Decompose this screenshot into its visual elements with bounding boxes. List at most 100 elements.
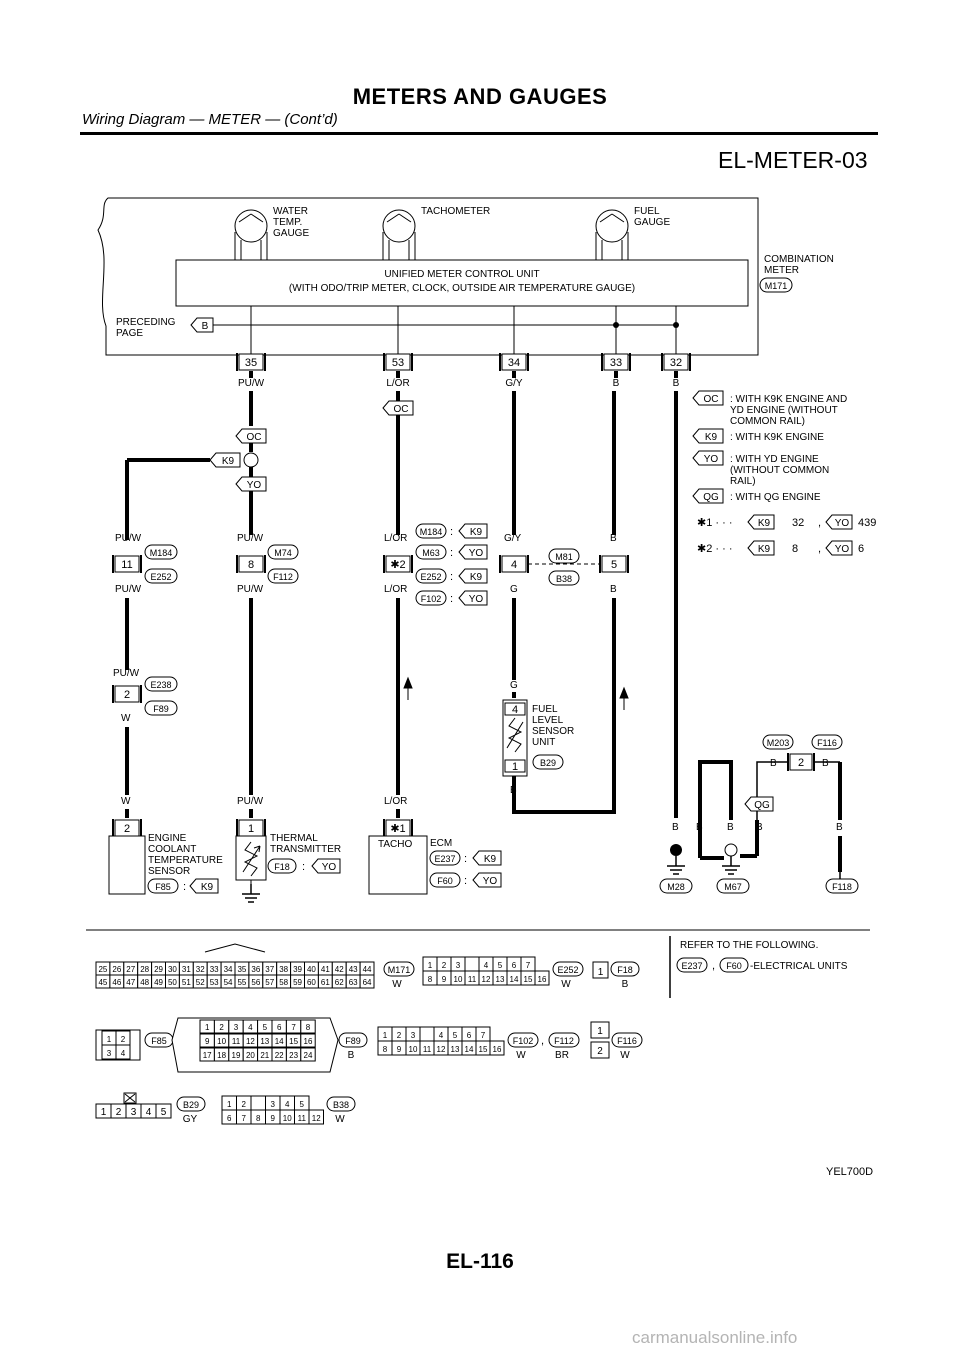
m171-row1-cell-text: 41 (321, 965, 330, 974)
note-value: 32 (792, 517, 804, 529)
refer-conn-a (676, 957, 708, 973)
note-value: 439 (858, 517, 876, 529)
fuel-unit-label: UNIT (532, 737, 555, 748)
e252-row1-cell-text: 2 (442, 961, 447, 970)
b38-row1-cell (250, 1095, 266, 1111)
coolant-sensor-body (108, 835, 146, 895)
f116-cell (590, 1021, 610, 1039)
tacho-conn-row (415, 523, 447, 539)
meter-pin (663, 353, 689, 371)
colon: : (464, 875, 467, 887)
combination-meter-frame (97, 197, 759, 356)
thermal-sensor-pin-text: 1 (248, 823, 254, 835)
fuel-pin-b (601, 555, 627, 573)
wire-color-label: B (610, 584, 617, 595)
gauge-dial (595, 209, 629, 243)
f102-color: W (516, 1050, 526, 1061)
b29-cell-text: 1 (101, 1107, 107, 1118)
wire-color-label: G (510, 584, 518, 595)
f116-cell-text: 1 (597, 1026, 603, 1037)
legend-text: RAIL) (730, 476, 756, 487)
f102-row1-cell-text: 3 (411, 1031, 416, 1040)
coolant-pin-bracket (112, 555, 142, 573)
f102-row2-cell-text: 11 (423, 1045, 432, 1054)
wire-color-label: W (121, 713, 131, 724)
m171-row1-cell-text: 26 (112, 965, 121, 974)
m171-row1-cell-text: 44 (363, 965, 372, 974)
comma: , (541, 1035, 544, 1047)
meter-pin-text: 32 (670, 357, 682, 369)
f102-row2-cell-text: 14 (465, 1045, 474, 1054)
f89-row1-cell-text: 3 (234, 1023, 239, 1032)
k9-tag (209, 452, 241, 468)
meter-pin-text: 33 (610, 357, 622, 369)
m171-row1-cell-text: 34 (224, 965, 233, 974)
refer-title: REFER TO THE FOLLOWING. (680, 940, 818, 951)
meter-pin (603, 353, 629, 371)
refer-conn-a-text: E237 (681, 961, 702, 971)
coolant-sensor-label: COOLANT (148, 844, 196, 855)
f18-id-text: F18 (617, 965, 633, 975)
wire-color-label: G/Y (504, 533, 522, 544)
b29-id (176, 1096, 206, 1112)
wire-color-label: W (121, 796, 131, 807)
e252-row1-cell-text: 6 (512, 961, 517, 970)
thermal-conn-text: F18 (274, 862, 290, 872)
gauge-label: GAUGE (634, 217, 670, 228)
tacho-oc-tag-text: OC (394, 404, 409, 415)
meter-pin-bracket (661, 353, 691, 371)
colon: : (450, 547, 453, 559)
b29-cell-text: 5 (161, 1107, 167, 1118)
e252-row2-cell (534, 970, 550, 986)
e252-row2-cell-text: 11 (468, 975, 477, 984)
e252-row2-cell-text: 13 (496, 975, 505, 984)
e252-color: W (561, 979, 571, 990)
f89-row2-cell-text: 11 (232, 1037, 241, 1046)
ground-conn-a (762, 734, 794, 750)
coolant-sensor-pin-text: 2 (124, 823, 130, 835)
f89-color: B (348, 1050, 355, 1061)
tacho-conn-row-text: M63 (422, 548, 440, 558)
f102-row2-cell-text: 8 (383, 1045, 388, 1054)
f102-row2-cell (489, 1040, 505, 1056)
thermistor-symbol (242, 841, 261, 877)
ground-pin-text: 2 (798, 757, 804, 769)
m171-row2-cell-text: 60 (307, 978, 316, 987)
k9-tag-text: K9 (222, 456, 235, 467)
legend-text: COMMON RAIL) (730, 416, 805, 427)
colon: : (450, 526, 453, 538)
note-tag-yo-text: YO (835, 518, 850, 529)
m171-row1-cell-text: 42 (335, 965, 344, 974)
ecm-option-tag (472, 872, 502, 888)
m171-row2-cell-text: 62 (335, 978, 344, 987)
ground-m67-dot (724, 843, 738, 857)
legend-tag-text: OC (704, 394, 719, 405)
coolant-conn-c (144, 676, 178, 692)
m171-row2-cell-text: 61 (321, 978, 330, 987)
m171-row1-cell-text: 31 (182, 965, 191, 974)
gauge-label: TACHOMETER (421, 206, 490, 217)
fuel-arrowhead (619, 686, 629, 699)
f89-row1-cell-text: 2 (219, 1023, 224, 1032)
thermal-yo-tag (311, 858, 341, 874)
wire-color-label: B (756, 822, 763, 833)
m171-row1-cell-text: 27 (126, 965, 135, 974)
f102-row2-cell-text: 15 (479, 1045, 488, 1054)
gauge-needle (611, 213, 625, 223)
tacho-option-tag-text: K9 (470, 572, 483, 583)
wire-color-label: B (613, 378, 620, 389)
e252-row2-cell-text: 8 (428, 975, 433, 984)
m171-row1-cell-text: 40 (307, 965, 316, 974)
note-tag-k9-text: K9 (758, 544, 771, 555)
coolant-sensor-pin-bracket (112, 819, 142, 837)
m171-row1-cell-text: 37 (265, 965, 274, 974)
b38-id (326, 1096, 356, 1112)
meter-pin-bracket (236, 353, 266, 371)
thermal-label: TRANSMITTER (270, 844, 341, 855)
b29-cell-text: 2 (116, 1107, 122, 1118)
legend-tag-text: YO (704, 454, 719, 465)
fuel-unit-pin-top (504, 702, 526, 716)
tacho-option-tag-text: K9 (470, 527, 483, 538)
meter-pin-bracket (601, 353, 631, 371)
